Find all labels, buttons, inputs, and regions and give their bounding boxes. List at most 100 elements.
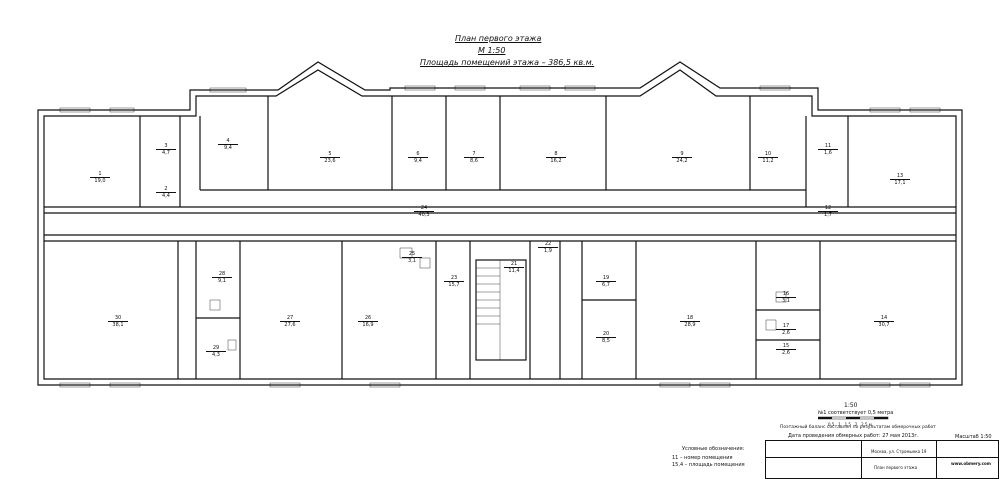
room-number: 2 [156, 186, 176, 193]
room-number: 19 [596, 275, 616, 282]
room-number: 4 [218, 138, 238, 145]
plan-title: План первого этажа [455, 34, 542, 43]
legend-text: – площадь помещения [684, 462, 745, 468]
room-area: 4,3 [212, 352, 220, 358]
room-number: 15 [776, 343, 796, 350]
scale-tick: 2,5 м [861, 422, 872, 427]
room-area: 23,6 [324, 158, 336, 164]
room-number: 10 [758, 151, 778, 158]
room-number: 26 [358, 315, 378, 322]
room-number: 25 [402, 251, 422, 258]
room-area: 9,4 [414, 158, 422, 164]
room-number: 27 [280, 315, 300, 322]
plan-scale: М 1:50 [478, 46, 506, 55]
room-number: 17 [776, 323, 796, 330]
legend-code: 11 [672, 455, 679, 461]
room-number: 1 [90, 171, 110, 178]
scale-tick: 1 [838, 422, 841, 427]
room-number: 29 [206, 345, 226, 352]
room-number: 5 [320, 151, 340, 158]
room-area: 1,7 [824, 212, 832, 218]
room-number: 28 [212, 271, 232, 278]
scale-tick: 1,5 [844, 422, 851, 427]
room-area: 3,1 [408, 258, 416, 264]
legend-text: – номер помещения [679, 455, 733, 461]
room-area: 1,6 [824, 150, 832, 156]
room-number: 14 [874, 315, 894, 322]
stamp-address: Москва, ул. Стромынка 19 [871, 449, 927, 454]
room-area: 8,5 [602, 338, 610, 344]
room-number: 30 [108, 315, 128, 322]
floor-area: Площадь помещений этажа – 386,5 кв.м. [420, 58, 595, 67]
stamp-logo: www.obmery.com [951, 461, 991, 466]
room-number: 21 [504, 261, 524, 268]
room-area: 3,1 [782, 298, 790, 304]
room-area: 28,9 [684, 322, 696, 328]
room-area: 9,4 [224, 145, 232, 151]
room-area: 9,1 [218, 278, 226, 284]
room-area: 6,7 [602, 282, 610, 288]
room-number: 20 [596, 331, 616, 338]
inner-wall-line [43, 69, 957, 380]
room-area: 24,2 [676, 158, 688, 164]
room-area: 27,6 [284, 322, 296, 328]
room-area: 2,6 [782, 350, 790, 356]
legend-item-room-area: 15,4 – площадь помещения [672, 462, 745, 468]
scale-tick-labels: 0,5 1 1,5 2 2,5 м [828, 422, 872, 427]
legend-item-room-number: 11 – номер помещения [672, 455, 733, 461]
room-area: 4,4 [162, 193, 170, 199]
room-area: 15,7 [448, 282, 460, 288]
room-area: 2,6 [782, 330, 790, 336]
room-area: 17,1 [894, 180, 906, 186]
room-number: 16 [776, 291, 796, 298]
scale-bar-title: 1:50 [844, 402, 858, 409]
room-number: 8 [546, 151, 566, 158]
room-area: 19,0 [94, 178, 106, 184]
scale-tick: 0,5 [828, 422, 835, 427]
room-number: 18 [680, 315, 700, 322]
room-number: 23 [444, 275, 464, 282]
room-area: 38,1 [112, 322, 124, 328]
room-number: 22 [538, 241, 558, 248]
scale-tick: 2 [854, 422, 858, 427]
room-number: 13 [890, 173, 910, 180]
room-area: 30,7 [878, 322, 890, 328]
stamp-scale: Масштаб 1:50 [955, 434, 992, 440]
survey-note: Поэтажный баланс составлен по результата… [780, 425, 936, 430]
outer-wall [37, 61, 963, 386]
room-area: 4,7 [162, 150, 170, 156]
stamp-sheet-title: План первого этажа [874, 465, 918, 470]
room-number: 3 [156, 143, 176, 150]
room-area: 16,9 [362, 322, 374, 328]
room-number: 24 [414, 205, 434, 212]
room-area: 11,2 [762, 158, 774, 164]
room-area: 40,3 [418, 212, 430, 218]
